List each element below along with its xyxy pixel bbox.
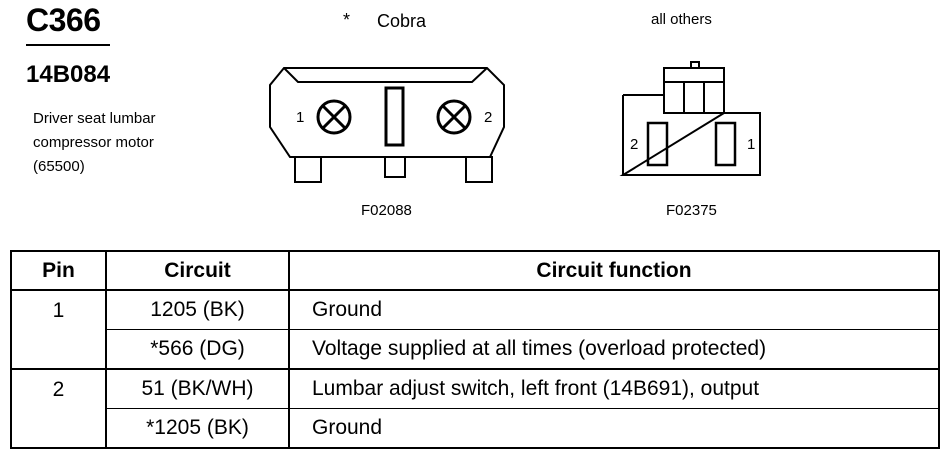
others-pin-label-right: 1: [747, 136, 755, 153]
cobra-left-tab: [294, 156, 322, 183]
others-terminal-2: [646, 121, 669, 167]
description-line-3: (65500): [33, 158, 85, 175]
cobra-title: Cobra: [377, 11, 427, 31]
function-cell: Voltage supplied at all times (overload …: [288, 329, 940, 369]
header-circuit: Circuit: [105, 251, 290, 291]
cobra-pin-label-left: 1: [296, 109, 304, 126]
connector-id: C366: [26, 2, 101, 38]
table-row: *1205 (BK) Ground: [11, 408, 940, 448]
circuit-cell: *566 (DG): [105, 329, 290, 369]
circuit-cell: 1205 (BK): [105, 290, 290, 330]
connector-id-underline: [26, 44, 110, 46]
function-cell: Ground: [288, 408, 940, 448]
header-function: Circuit function: [288, 251, 940, 291]
others-terminal-1: [714, 121, 737, 167]
cobra-terminal-1: [316, 99, 352, 135]
description-line-1: Driver seat lumbar: [33, 110, 156, 127]
cobra-connector-face: [269, 67, 505, 183]
cobra-key-slot: [384, 86, 405, 147]
header-pin: Pin: [10, 251, 107, 291]
others-pin-label-left: 2: [630, 136, 638, 153]
table-header-row: Pin Circuit Circuit function: [10, 251, 940, 291]
cobra-right-tab: [465, 156, 493, 183]
others-latch-top: [663, 67, 725, 83]
others-title: all others: [651, 11, 712, 28]
function-cell: Lumbar adjust switch, left front (14B691…: [288, 368, 940, 409]
cobra-center-tab: [384, 156, 406, 178]
function-cell: Ground: [288, 290, 940, 330]
description-line-2: compressor motor: [33, 134, 154, 151]
cobra-pin-label-right: 2: [484, 109, 492, 126]
others-latch-body: [663, 81, 725, 114]
cobra-terminal-2: [436, 99, 472, 135]
table-row: 1 1205 (BK) Ground: [10, 290, 940, 369]
pin-number: 1: [10, 290, 107, 369]
circuit-cell: *1205 (BK): [105, 408, 290, 448]
others-connector-face: [619, 61, 761, 176]
circuit-cell: 51 (BK/WH): [105, 368, 290, 409]
table-row: *566 (DG) Voltage supplied at all times …: [11, 329, 940, 369]
pin-number: 2: [10, 368, 107, 448]
cobra-figure-code: F02088: [361, 202, 412, 219]
table-row: 2 51 (BK/WH) Lumbar adjust switch, left …: [10, 368, 940, 448]
pin-table: Pin Circuit Circuit function 1 1205 (BK)…: [10, 250, 940, 449]
cobra-marker: *: [343, 10, 351, 30]
others-figure-code: F02375: [666, 202, 717, 219]
part-number: 14B084: [26, 61, 111, 88]
